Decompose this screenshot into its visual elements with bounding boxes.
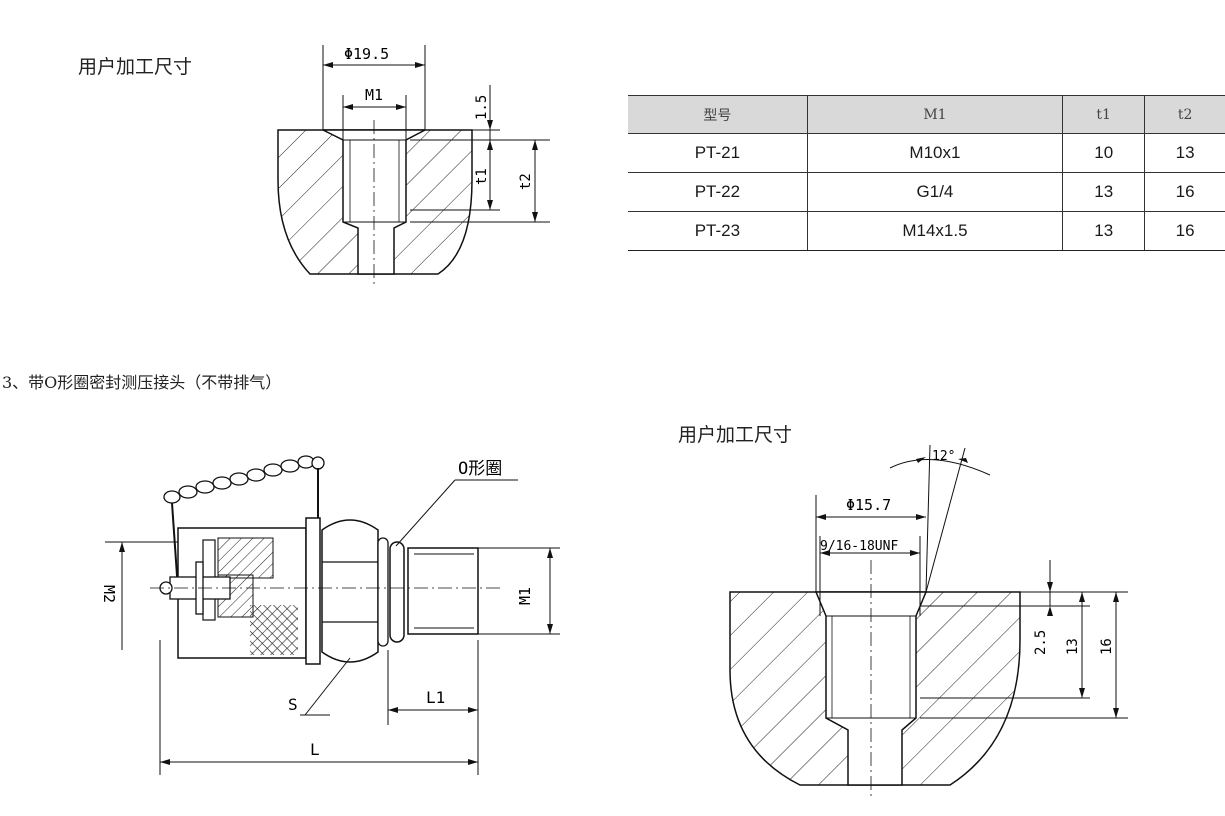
cell-t1: 13 [1062,211,1146,251]
table-header-row: 型号 M1 t1 t2 [628,95,1225,134]
m2-label: M2 [100,585,118,603]
header-t2: t2 [1144,95,1225,134]
header-m1: M1 [806,95,1064,134]
l1-label: L1 [426,688,445,707]
m1-label: M1 [365,86,383,104]
section-3-title: 3、带O形圈密封测压接头（不带排气） [2,373,282,392]
m1-dim-label: M1 [516,587,534,605]
table-row: PT-21 M10x1 10 13 [628,133,1225,173]
dim-13: 13 [1065,638,1081,655]
cell-model: PT-21 [628,133,808,173]
dim-16: 16 [1099,638,1115,655]
s-label: S [288,695,298,714]
cell-model: PT-22 [628,172,808,212]
l-label: L [310,740,320,759]
cell-m1: M10x1 [806,133,1064,173]
port-drawing-top: Φ19.5 M1 1.5 t1 t2 [277,45,550,285]
t1-label: t1 [474,168,490,185]
knurl [250,605,298,655]
dia-label: Φ19.5 [344,45,389,63]
cell-m1: M14x1.5 [806,211,1064,251]
table-row: PT-22 G1/4 13 16 [628,172,1225,212]
coupling-drawing: O形圈 M2 M1 S L1 L [100,455,560,775]
thread [407,547,479,635]
cell-t1: 13 [1062,172,1146,212]
cell-t2: 16 [1144,211,1225,251]
angle-label: 12° [932,449,955,464]
table-row: PT-23 M14x1.5 13 16 [628,211,1225,251]
machining-title-bottom: 用户加工尺寸 [678,424,793,446]
cell-m1: G1/4 [806,172,1064,212]
header-t1: t1 [1062,95,1146,134]
spec-table: 型号 M1 t1 t2 PT-21 M10x1 10 13 PT-22 G1/4… [628,95,1225,251]
thread-label: 9/16-18UNF [820,539,898,554]
hex-nut [321,519,379,663]
machining-title-top: 用户加工尺寸 [78,56,193,78]
cell-t1: 10 [1062,133,1146,173]
cell-model: PT-23 [628,211,808,251]
t2-label: t2 [518,173,534,190]
dim-1-5: 1.5 [474,95,490,120]
header-model: 型号 [628,95,808,134]
chain [163,455,325,504]
oring-label: O形圈 [458,459,502,479]
dim-2-5: 2.5 [1033,630,1049,655]
cell-t2: 13 [1144,133,1225,173]
cell-t2: 16 [1144,172,1225,212]
port-drawing-bottom: 12° Φ15.7 9/16-18UNF 2.5 13 16 [729,444,1128,800]
o-ring [389,541,405,643]
dia-label-2: Φ15.7 [846,496,891,514]
